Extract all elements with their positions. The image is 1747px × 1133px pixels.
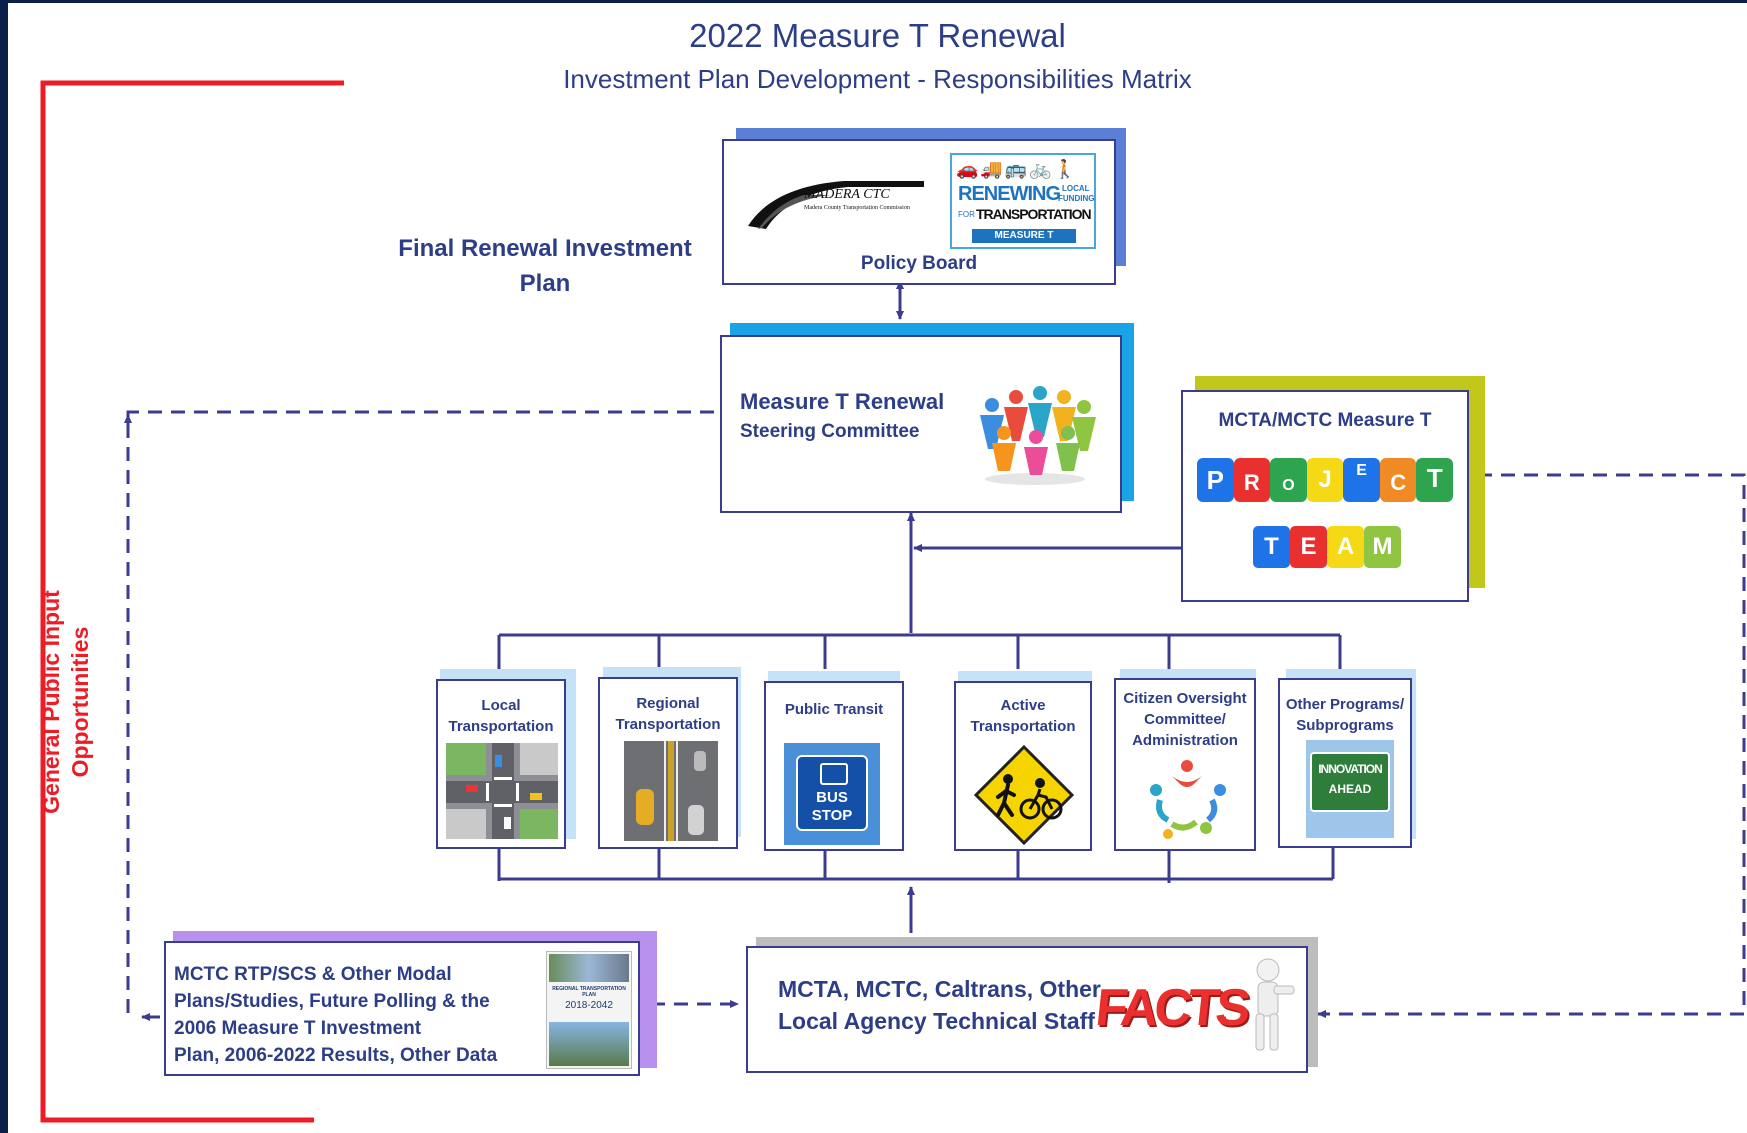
renewing-logo: 🚗🚚🚌🚲🚶 RENEWING LOCAL FUNDING FOR TRANSPO… — [950, 153, 1096, 249]
renewing-transportation: TRANSPORTATION — [976, 206, 1092, 222]
regional-label-2: Transportation — [615, 716, 721, 733]
tech-staff-box: MCTA, MCTC, Caltrans, Other Local Agency… — [746, 946, 1308, 1073]
slide: 2022 Measure T Renewal Investment Plan D… — [8, 3, 1747, 1133]
facts-logo: FACTS — [1092, 979, 1250, 1037]
puzzle-letter: C — [1379, 458, 1417, 502]
measure-t-badge: MEASURE T — [972, 229, 1076, 243]
tech-staff-line-1: MCTA, MCTC, Caltrans, Other — [778, 976, 1101, 1002]
renewing-funding: FUNDING — [1058, 194, 1095, 203]
rtp-cover-thumbnail: REGIONAL TRANSPORTATION PLAN 2018-2042 — [546, 951, 632, 1069]
cover-photo-bottom — [549, 1022, 629, 1066]
citizen-label-1: Citizen Oversight — [1123, 690, 1247, 707]
regional-label-1: Regional — [636, 695, 700, 712]
active-transportation-box: Active Transportation — [954, 681, 1092, 851]
rtp-line-2: Plans/Studies, Future Polling & the — [174, 991, 490, 1012]
madera-swoosh-icon — [748, 181, 924, 229]
bus-stop-line-1: BUS — [816, 789, 848, 806]
citizen-label-3: Administration — [1132, 732, 1238, 749]
highway-picture — [624, 741, 718, 841]
project-puzzle-icon: P R O J E C T — [1197, 450, 1454, 510]
renewing-word: RENEWING — [958, 183, 1061, 205]
steering-line-1: Measure T Renewal — [740, 389, 945, 414]
puzzle-letter: A — [1327, 526, 1364, 568]
puzzle-letter: T — [1253, 526, 1290, 568]
policy-board-label: Policy Board — [860, 253, 978, 274]
madera-ctc-logo: MADERA CTC Madera County Transportation … — [744, 171, 924, 231]
public-transit-label: Public Transit — [784, 701, 884, 718]
rtp-line-1: MCTC RTP/SCS & Other Modal — [174, 964, 452, 985]
rtp-box: MCTC RTP/SCS & Other Modal Plans/Studies… — [164, 941, 640, 1076]
other-label-2: Subprograms — [1296, 717, 1394, 734]
side-label-line-2: Opportunities — [67, 626, 93, 778]
tech-staff-line-2: Local Agency Technical Staff — [778, 1008, 1095, 1034]
innovation-line-1: INNOVATION — [1318, 762, 1383, 776]
rtp-line-3: 2006 Measure T Investment — [174, 1018, 422, 1039]
project-team-box: MCTA/MCTC Measure T P R O J E C T T E A … — [1181, 390, 1469, 602]
other-label-1: Other Programs/ — [1285, 696, 1405, 713]
cover-photo-top — [549, 954, 629, 982]
puzzle-letter: E — [1290, 526, 1327, 568]
other-programs-box: Other Programs/ Subprograms INNOVATION A… — [1278, 678, 1412, 848]
final-plan-line-2: Plan — [519, 270, 571, 297]
public-transit-box: Public Transit BUS STOP — [764, 681, 904, 851]
citizen-label-2: Committee/ — [1144, 711, 1226, 728]
steering-line-2: Steering Committee — [740, 421, 920, 442]
active-label-1: Active — [1000, 697, 1046, 714]
citizen-oversight-box: Citizen Oversight Committee/ Administrat… — [1114, 678, 1256, 851]
regional-transportation-box: Regional Transportation — [598, 677, 738, 849]
local-label-2: Transportation — [448, 718, 554, 735]
slide-title: 2022 Measure T Renewal — [689, 17, 1066, 54]
public-input-bracket — [40, 80, 344, 1123]
rtp-line-4: Plan, 2006-2022 Results, Other Data — [174, 1045, 498, 1066]
community-circle-icon — [1150, 760, 1226, 839]
puzzle-letter: R — [1233, 458, 1271, 502]
puzzle-letter: T — [1416, 458, 1454, 502]
project-team-title: MCTA/MCTC Measure T — [1218, 410, 1432, 431]
vehicle-icons: 🚗🚚🚌🚲🚶 — [956, 159, 1079, 179]
cover-years: 2018-2042 — [565, 1000, 613, 1011]
puzzle-letter: E — [1343, 458, 1380, 502]
bus-stop-sign: BUS STOP — [784, 743, 880, 845]
local-transportation-box: Local Transportation — [436, 679, 566, 849]
general-public-input-label: General Public Input Opportunities — [37, 572, 95, 832]
bus-stop-line-2: STOP — [811, 807, 853, 824]
renewing-local: LOCAL — [1062, 184, 1090, 193]
puzzle-letter: M — [1364, 526, 1401, 568]
steering-committee-box: Measure T Renewal Steering Committee — [720, 335, 1122, 513]
innovation-sign-plate: INNOVATION AHEAD — [1310, 752, 1390, 812]
local-label-1: Local — [481, 697, 521, 714]
policy-board-box: MADERA CTC Madera County Transportation … — [722, 139, 1116, 285]
intersection-picture — [446, 743, 558, 839]
renewing-for: FOR — [958, 210, 975, 219]
rtp-text: MCTC RTP/SCS & Other Modal Plans/Studies… — [174, 961, 497, 1069]
final-plan-label: Final Renewal Investment Plan — [380, 231, 710, 301]
slide-subtitle: Investment Plan Development - Responsibi… — [563, 64, 1192, 94]
team-puzzle-icon: T E A M — [1253, 526, 1401, 568]
cover-title: REGIONAL TRANSPORTATION PLAN — [552, 986, 626, 998]
facts-figure-icon — [1255, 958, 1295, 1051]
final-plan-line-1: Final Renewal Investment — [398, 235, 692, 262]
madera-tagline: Madera County Transportation Commission — [804, 205, 910, 211]
bus-icon — [820, 763, 848, 785]
puzzle-letter: O — [1270, 458, 1307, 502]
innovation-line-2: AHEAD — [1328, 782, 1372, 796]
puzzle-letter: J — [1306, 458, 1344, 502]
innovation-ahead-sign: INNOVATION AHEAD — [1306, 740, 1394, 838]
puzzle-letter: P — [1197, 458, 1234, 502]
side-label-line-1: General Public Input — [38, 590, 64, 814]
ped-bike-sign-icon — [974, 745, 1074, 845]
madera-name: MADERA CTC — [804, 187, 890, 202]
bus-stop-plate: BUS STOP — [796, 755, 868, 831]
active-label-2: Transportation — [970, 718, 1076, 735]
people-circle-icon — [980, 386, 1096, 485]
